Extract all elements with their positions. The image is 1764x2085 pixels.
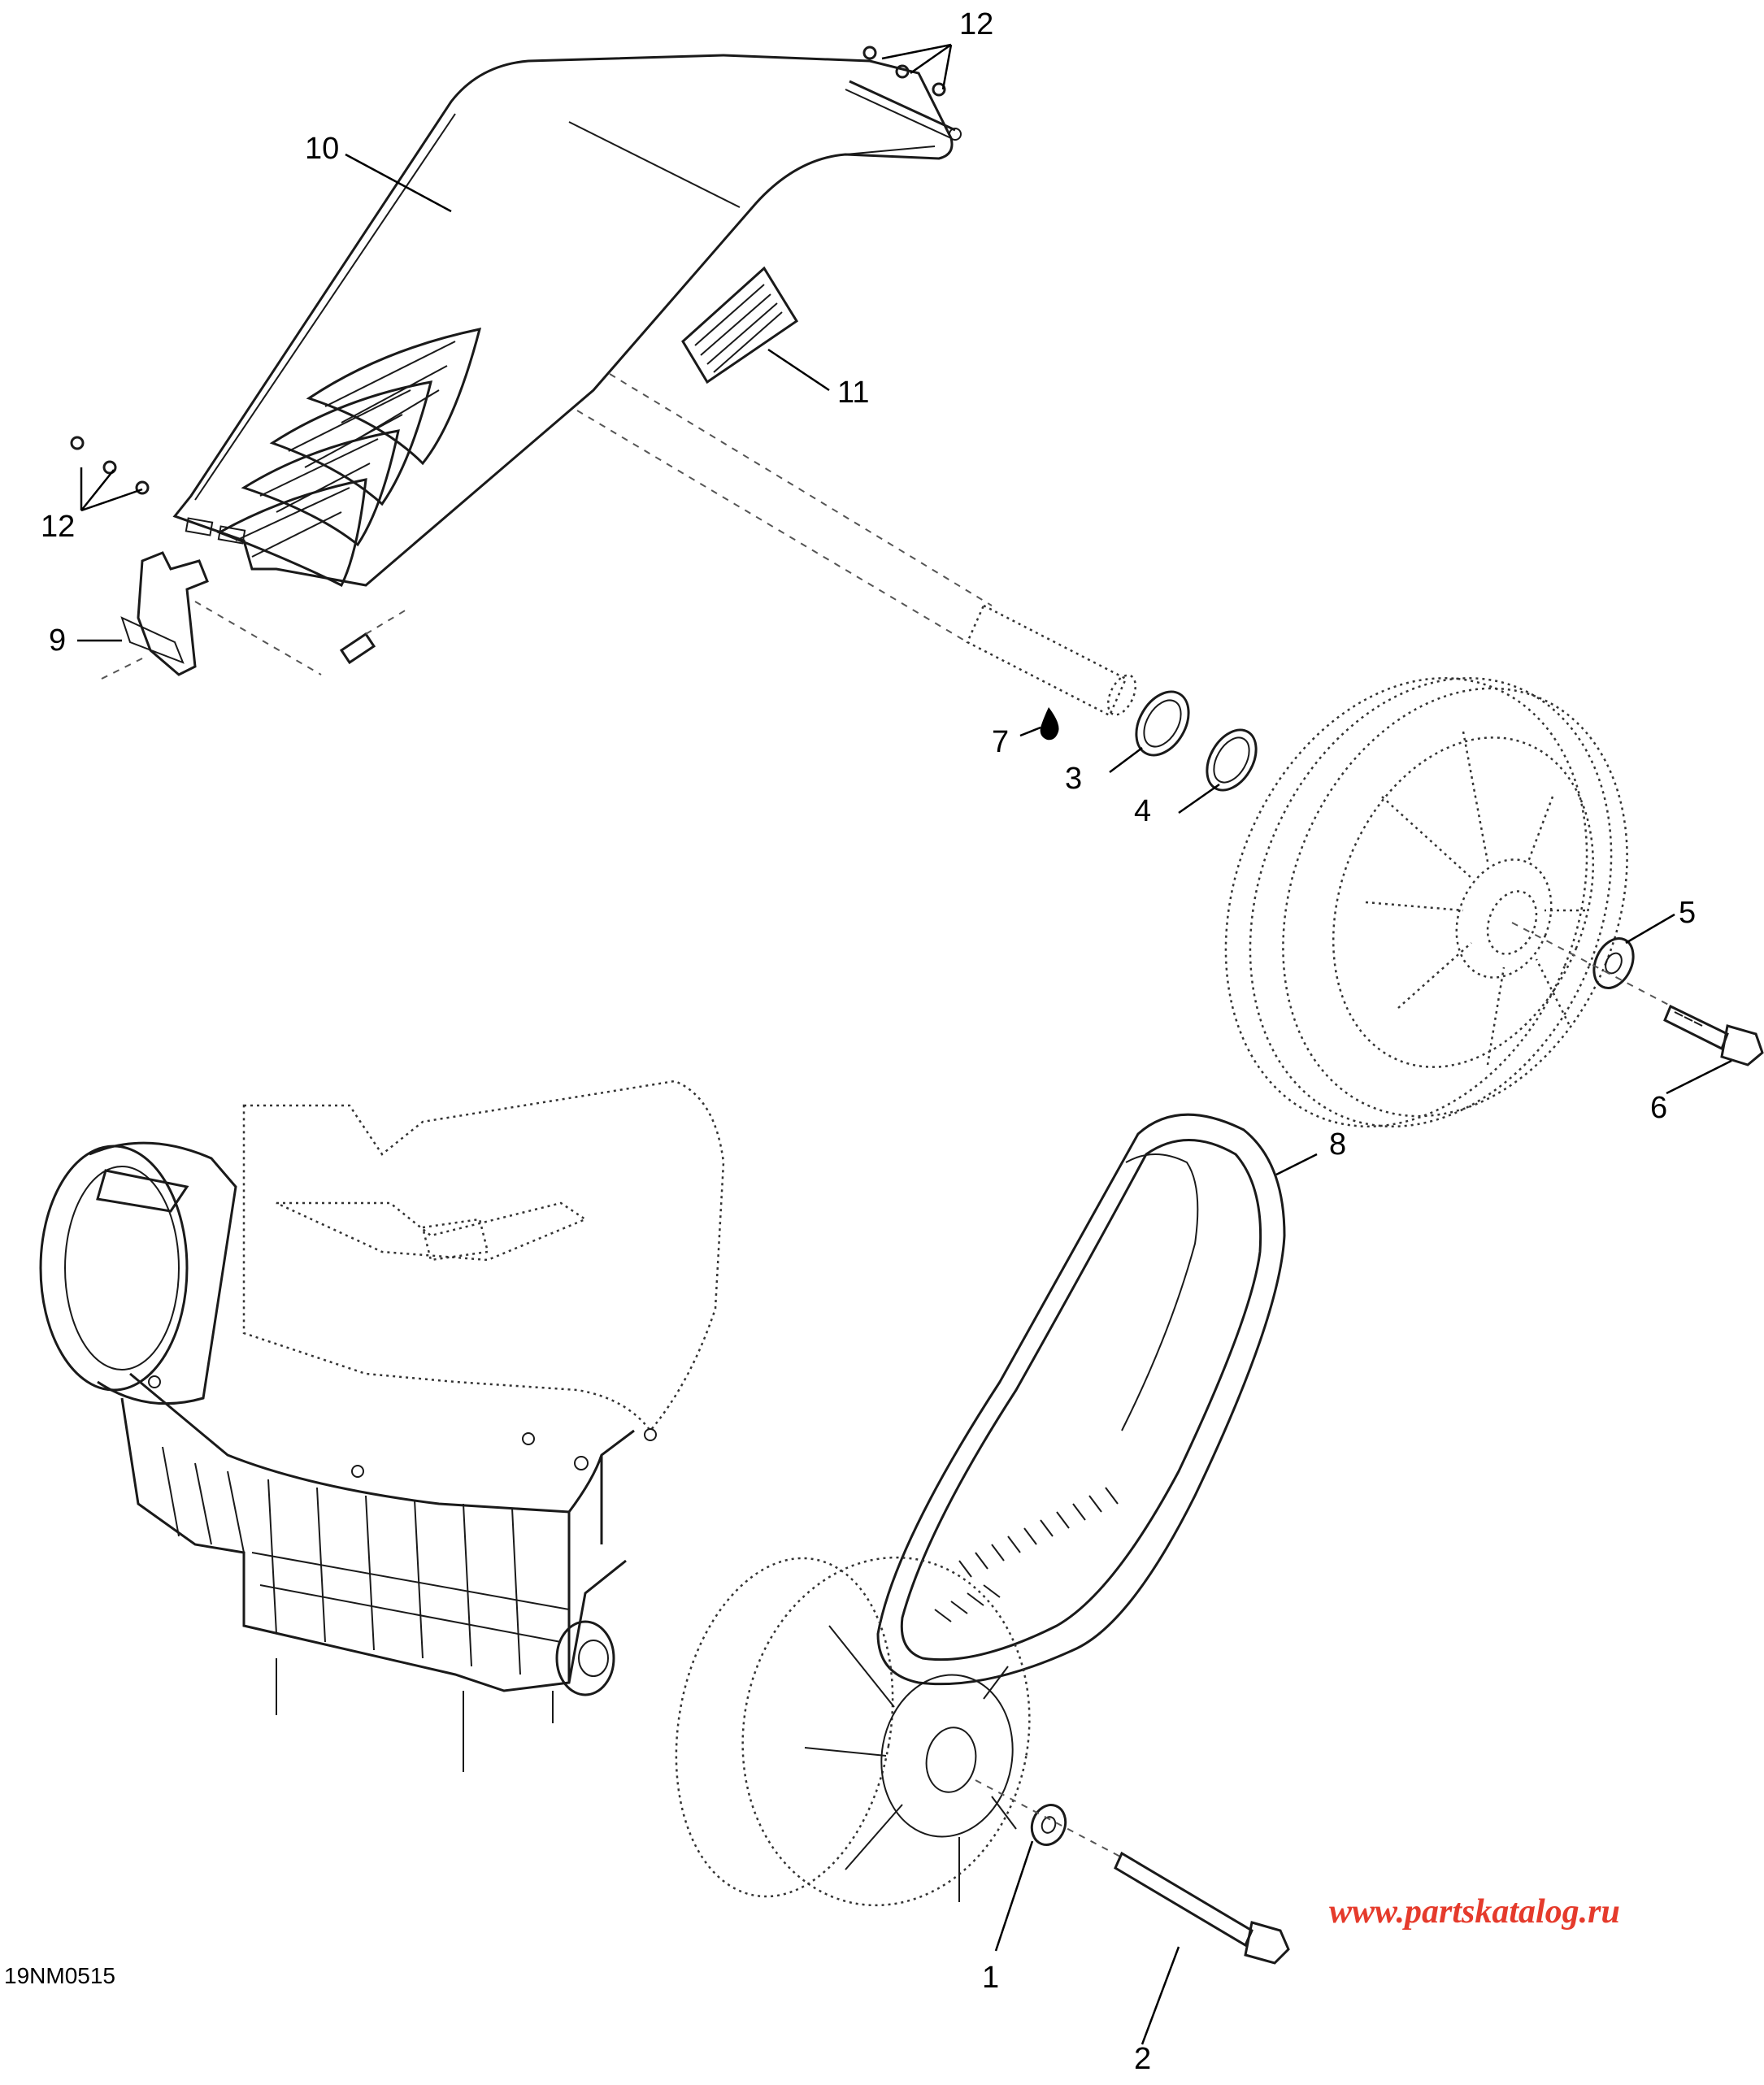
nuts-top (862, 46, 946, 97)
callout-7: 7 (992, 725, 1009, 759)
callout-6: 6 (1650, 1091, 1667, 1125)
oil-drop-icon (1040, 707, 1059, 741)
callout-5: 5 (1679, 896, 1696, 930)
washer-3 (1135, 690, 1190, 757)
nuts-left (70, 436, 150, 495)
callout-8: 8 (1329, 1127, 1346, 1162)
bolt-2 (1114, 1851, 1290, 1965)
callout-3: 3 (1065, 762, 1082, 796)
bracket (101, 551, 407, 680)
engine (39, 1079, 725, 1772)
drive-belt (876, 1113, 1286, 1686)
callout-10: 10 (305, 132, 339, 166)
watermark: www.partskatalog.ru (1329, 1893, 1620, 1931)
callout-1: 1 (982, 1961, 999, 1995)
callout-4: 4 (1134, 794, 1151, 828)
washer-4 (1206, 728, 1258, 792)
callout-12-left: 12 (41, 510, 75, 544)
driven-pulley (1224, 677, 1628, 1127)
leader-lines (77, 43, 1732, 2045)
callout-11: 11 (837, 376, 869, 410)
callout-2: 2 (1134, 2042, 1151, 2076)
washer-1 (1030, 1804, 1067, 1846)
bolt-6 (1663, 1004, 1764, 1066)
callout-9: 9 (49, 623, 66, 658)
drive-pulley (675, 1556, 1031, 1907)
warning-label (681, 266, 799, 384)
driven-shaft (576, 373, 1137, 717)
belt-guard (172, 54, 962, 588)
figure-code: 19NM0515 (4, 1963, 115, 1988)
callout-12-top: 12 (959, 7, 993, 41)
